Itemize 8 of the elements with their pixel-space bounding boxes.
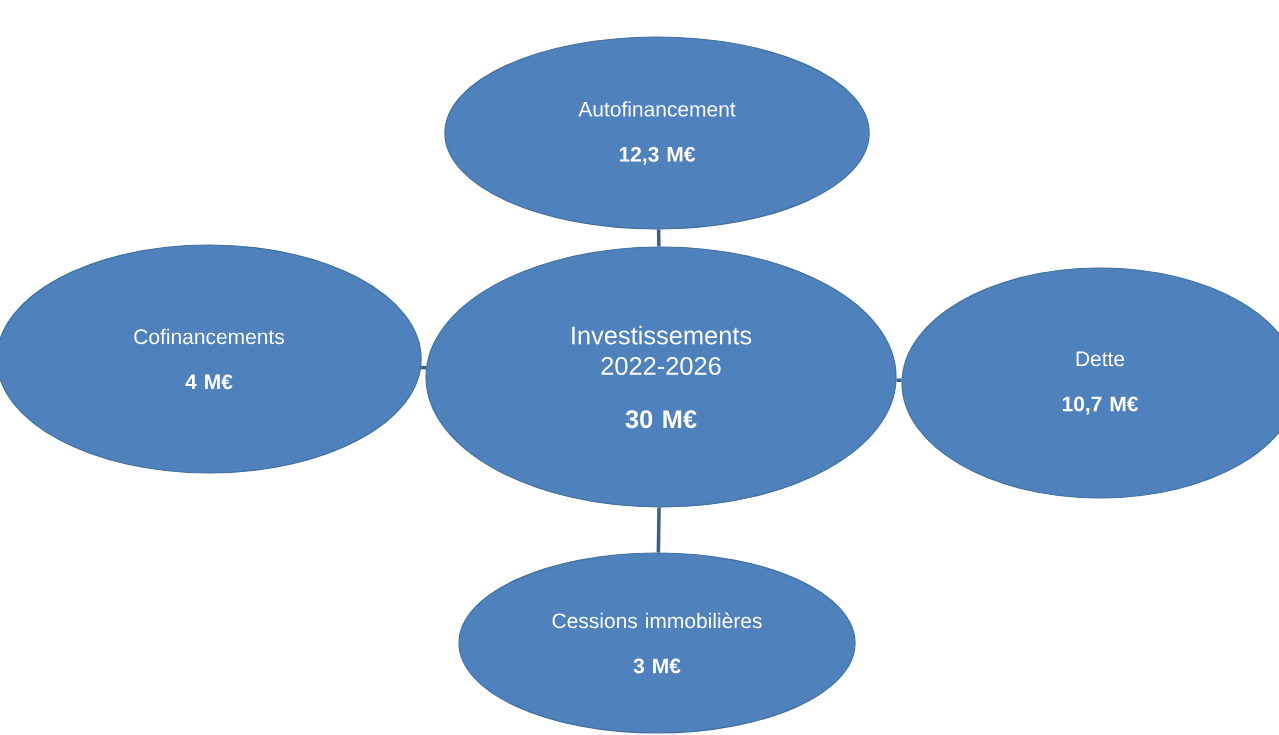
ellipse-node: Cessions immobilières 3 M€ xyxy=(458,552,856,734)
connector-line xyxy=(421,365,427,370)
connector-line xyxy=(656,229,661,247)
connector-line xyxy=(896,378,902,383)
connector-line xyxy=(656,507,661,553)
ellipse-node: Dette 10,7 M€ xyxy=(901,267,1279,499)
ellipse-node: Investissements 2022-2026 30 M€ xyxy=(425,246,897,508)
ellipse-node: Autofinancement 12,3 M€ xyxy=(444,36,870,230)
